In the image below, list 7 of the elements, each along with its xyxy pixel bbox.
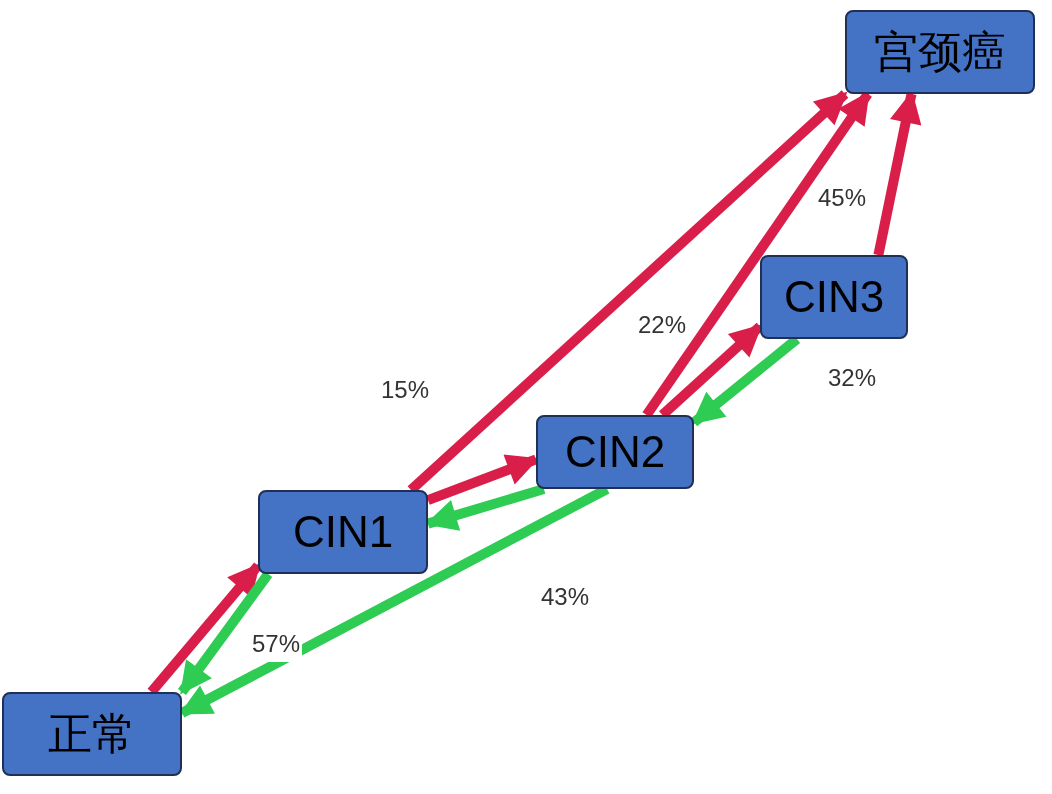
state-box: CIN2 — [536, 415, 694, 489]
state-box: CIN1 — [258, 490, 428, 574]
state-box: CIN3 — [760, 255, 908, 339]
state-box: 正常 — [2, 692, 182, 776]
arrow — [177, 571, 273, 695]
arrow — [642, 91, 872, 418]
state-box: 宫颈癌 — [845, 10, 1035, 94]
